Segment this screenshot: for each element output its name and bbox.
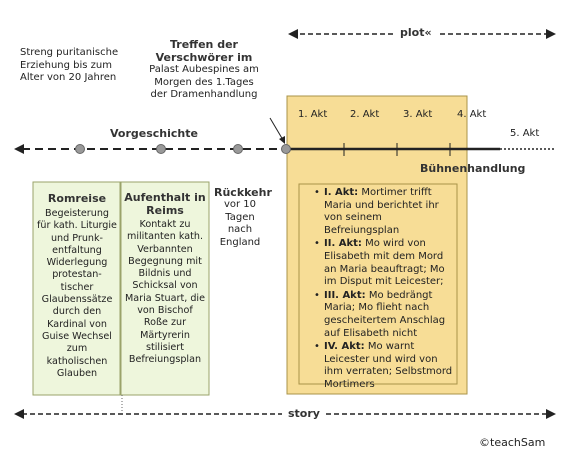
vorgeschichte-label: Vorgeschichte [110,127,198,140]
timeline-dot-romreise [75,144,85,154]
reims-content: Aufenthalt in Reims Kontakt zu militante… [124,191,206,367]
timeline-dot-reims [156,144,166,154]
rueckkehr-body: vor 10 Tagen nach England [219,199,261,248]
romreise-content: Romreise Begeisterung für kath. Liturgie… [37,192,117,380]
romreise-box [32,181,121,396]
axis-act-2: 2. Akt [350,109,380,120]
acts-list-item: II. Akt: Mo wird von Elisabeth mit dem M… [314,238,454,288]
reims-box [120,181,210,396]
buehnenhandlung-label: Bühnenhandlung [420,162,526,175]
rueckkehr-title: Rückkehr [214,186,272,199]
reims-body: Kontakt zu militanten kath. Verbannten B… [125,219,205,366]
acts-list: I. Akt: Mortimer trifft Maria und berich… [312,187,454,393]
plot-arrow [288,29,556,39]
axis-act-3: 3. Akt [403,109,433,120]
copyright-text: ©teachSam [479,436,546,449]
plot-label: plot« [400,26,432,39]
timeline [14,143,556,156]
acts-list-item: I. Akt: Mortimer trifft Maria und berich… [314,187,454,237]
timeline-dot-treffen [281,144,291,154]
axis-act-4: 4. Akt [457,109,487,120]
axis-act-5: 5. Akt [510,128,540,139]
story-label: story [288,407,320,420]
acts-list-item: III. Akt: Mo bedrängt Maria; Mo flieht n… [314,290,454,340]
romreise-title: Romreise [47,192,107,205]
timeline-dot-rueckkehr [233,144,243,154]
treffen-arrow [269,117,285,144]
reims-title: Aufenthalt in Reims [124,191,206,217]
treffen-block: Treffen der Verschwörer im Palast Aubesp… [148,38,260,102]
story-arrow [14,409,556,419]
romreise-body: Begeisterung für kath. Liturgie und Prun… [37,208,117,379]
treffen-title: Treffen der Verschwörer im [155,38,253,64]
acts-list-item: IV. Akt: Mo warnt Leicester und wird von… [314,341,454,391]
streng-text: Streng puritanische Erziehung bis zum Al… [20,47,119,83]
axis-act-1: 1. Akt [298,109,328,120]
treffen-body: Palast Aubespines am Morgen des 1.Tages … [149,64,259,100]
rueckkehr-block: Rückkehr vor 10 Tagen nach England [214,186,272,249]
